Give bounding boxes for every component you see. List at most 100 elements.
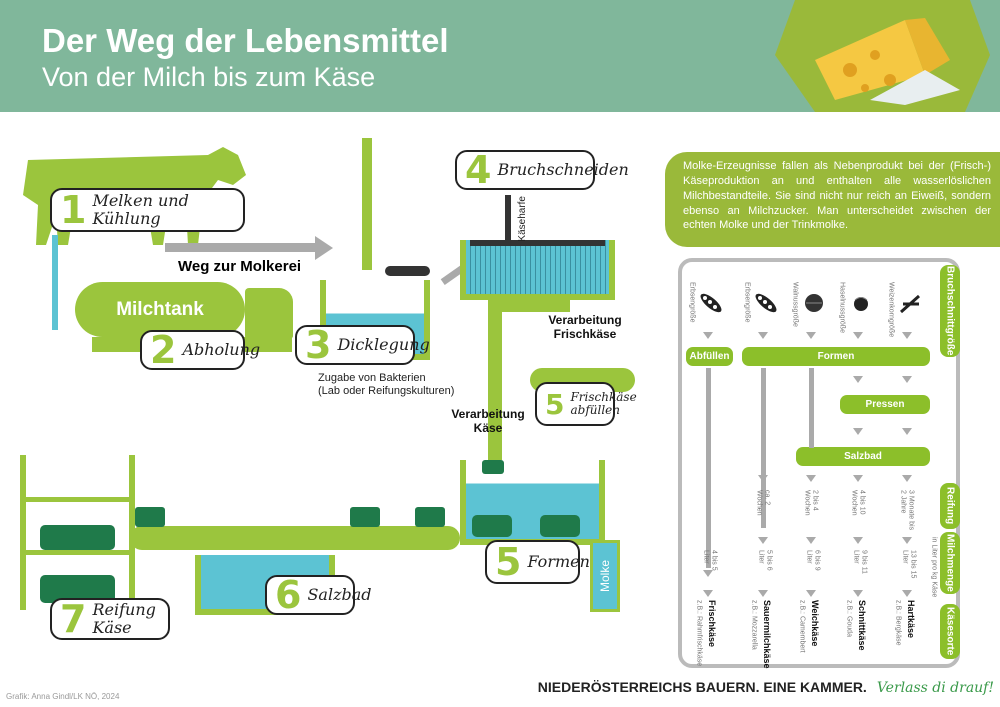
cheese-wheel [540, 515, 580, 537]
harp-bar [470, 240, 605, 246]
step-number: 4 [465, 148, 492, 192]
ripening-value: ca. 2 Wochen [755, 490, 771, 516]
step-number: 1 [60, 188, 87, 232]
step-text: Dicklegung [337, 335, 430, 355]
arrow-down-icon [902, 590, 912, 597]
arrow-down-icon [902, 475, 912, 482]
page-title: Der Weg der Lebensmittel [42, 22, 449, 59]
ripening-value: 4 bis 10 Wochen [850, 490, 866, 516]
step-text: Melken und Kühlung [92, 191, 189, 228]
arrow-down-icon [853, 376, 863, 383]
arrow-down-icon [703, 570, 713, 577]
flow-line [809, 368, 814, 448]
pea-pod-icon [700, 293, 722, 313]
cheese-block [415, 507, 445, 527]
flow-line [761, 368, 766, 528]
step-form: Formen [742, 347, 930, 366]
cheese-example: z.B.: Mozzarella [750, 600, 758, 650]
arrow-down-icon [902, 332, 912, 339]
footer-claim: NIEDERÖSTERREICHS BAUERN. EINE KAMMER. [537, 679, 867, 695]
step-number: 5 [545, 387, 565, 421]
cheese-example: z.B.: Camembert [798, 600, 806, 653]
bacteria-pipe [362, 138, 372, 270]
cheese-type: Frischkäse [706, 600, 717, 648]
arrow-down-icon [758, 590, 768, 597]
conveyor-belt [130, 526, 460, 550]
milk-unit: in Liter pro kg Käse [930, 537, 938, 598]
step-number: 7 [60, 597, 87, 641]
arrow-down-icon [703, 590, 713, 597]
row-label-type: Käsesorte [940, 604, 960, 659]
bacteria-note-detail: (Lab oder Reifungskulturen) [318, 385, 455, 397]
cheese-block [350, 507, 380, 527]
size-label: Weizenkorngröße [887, 282, 895, 338]
arrow-down-icon [902, 428, 912, 435]
milk-value: 5 bis 6 Liter [757, 550, 773, 571]
arrow-down-icon [806, 475, 816, 482]
milk-value: 13 bis 15 Liter [901, 550, 917, 579]
cheese-type: Hartkäse [905, 600, 916, 639]
arrow-down-icon [853, 428, 863, 435]
arrow-down-icon [853, 590, 863, 597]
step-text: Salzbad [307, 585, 372, 605]
step-text: Bruchschneiden [497, 160, 629, 180]
page-subtitle: Von der Milch bis zum Käse [42, 62, 376, 92]
row-label-size: Bruchschnittgröße [940, 265, 960, 357]
arrow-down-icon [853, 332, 863, 339]
milk-value: 9 bis 11 Liter [852, 550, 868, 574]
milk-value: 4 bis 5 Liter [702, 550, 718, 571]
cheese-block [135, 507, 165, 527]
milk-tank: Milchtank [75, 282, 245, 337]
cheese-type: Schnittkäse [856, 600, 867, 651]
cheese-wheel [472, 515, 512, 537]
step-text: Frischkäse abfüllen [570, 389, 637, 417]
step-text: Abholung [182, 340, 261, 360]
row-label-milk: Milchmenge [940, 532, 960, 594]
arrow-down-icon [853, 475, 863, 482]
size-label: Erbsengröße [743, 282, 751, 323]
cheese-wheel [482, 460, 504, 474]
arrow-down-icon [806, 590, 816, 597]
size-label: Erbsengröße [688, 282, 696, 323]
fresh-processing-label: Verarbeitung Frischkäse [548, 313, 622, 341]
step-press: Pressen [840, 395, 930, 414]
step-text: Reifung Käse [92, 600, 156, 637]
step-number: 3 [305, 323, 332, 367]
arrow-head-icon [315, 236, 333, 260]
walnut-icon [805, 294, 823, 312]
cheese-processing-label: Verarbeitung Käse [451, 407, 525, 435]
cheese-pipe [488, 300, 502, 460]
arrow-down-icon [758, 332, 768, 339]
harp-label: Käseharfe [517, 196, 528, 242]
footer-slogan: Verlass di drauf! [876, 680, 994, 696]
cheese-example: z.B.: Gouda [845, 600, 853, 637]
cheese-example: z.B.: Bergkäse [894, 600, 902, 646]
wheat-icon [900, 294, 920, 314]
ripening-value: 2 bis 4 Wochen [803, 490, 819, 516]
step-salt: Salzbad [796, 447, 930, 466]
footer: NIEDERÖSTERREICHS BAUERN. EINE KAMMER. V… [538, 679, 994, 696]
route-arrow [165, 243, 315, 252]
step-number: 6 [275, 573, 302, 617]
whey-info-box: Molke-Erzeugnisse fallen als Nebenproduk… [665, 152, 1000, 247]
step-text: Formen [527, 552, 590, 572]
step-number: 2 [150, 328, 177, 372]
cheese-type-panel [678, 258, 960, 668]
step-number: 5 [495, 540, 522, 584]
fresh-pipe [500, 300, 570, 312]
flow-line [706, 368, 711, 568]
step-fill: Abfüllen [686, 347, 733, 366]
credit: Grafik: Anna Gindl/LK NÖ, 2024 [6, 692, 120, 701]
bacteria-note: Zugabe von Bakterien [318, 372, 426, 384]
dropper-icon [385, 266, 430, 276]
route-label: Weg zur Molkerei [178, 258, 302, 275]
cheese-image [775, 0, 990, 112]
ripening-value: 3 Monate bis 2 Jahre [899, 490, 915, 531]
cheese-example: z.B.: Rahmfrischkäse [695, 600, 703, 667]
